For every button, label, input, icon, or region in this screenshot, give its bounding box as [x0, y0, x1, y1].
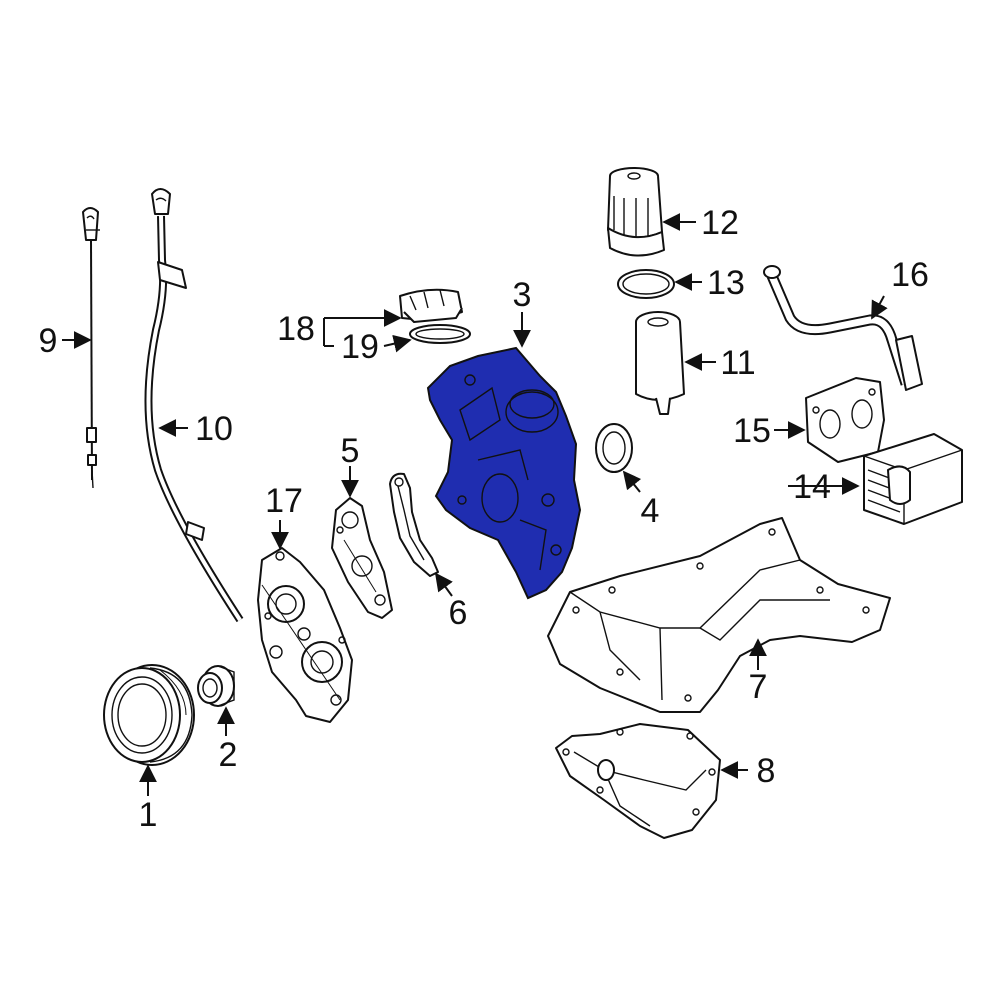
callout-15: 15	[733, 412, 771, 450]
part-3-timing-cover[interactable]	[426, 346, 582, 600]
callout-16: 16	[891, 256, 929, 294]
part-15-gasket[interactable]	[805, 377, 885, 463]
callout-2: 2	[219, 736, 238, 774]
callout-10: 10	[195, 410, 233, 448]
callout-4: 4	[641, 492, 660, 530]
leader-lines	[62, 213, 888, 796]
part-13-o-ring[interactable]	[617, 269, 675, 299]
part-1-crank-pulley[interactable]	[103, 664, 195, 766]
part-2-plug[interactable]	[197, 665, 235, 707]
part-17-timing-plate[interactable]	[257, 547, 353, 723]
part-9-dipstick[interactable]	[82, 207, 100, 489]
part-16-oil-pipe[interactable]	[763, 265, 923, 391]
part-10-dipstick-tube[interactable]	[144, 188, 244, 623]
callout-18: 18	[277, 310, 315, 348]
callout-7: 7	[749, 668, 768, 706]
callout-6: 6	[449, 594, 468, 632]
callout-1: 1	[139, 796, 158, 834]
callout-12: 12	[701, 204, 739, 242]
callout-13: 13	[707, 264, 745, 302]
part-4-seal[interactable]	[595, 423, 633, 473]
callout-8: 8	[757, 752, 776, 790]
part-5-cover-plate[interactable]	[331, 497, 393, 619]
part-7-oil-pan[interactable]	[547, 517, 891, 713]
part-12-filter-cap[interactable]	[607, 167, 665, 257]
part-14-oil-cooler[interactable]	[863, 433, 963, 525]
part-8-lower-pan[interactable]	[555, 723, 721, 839]
callout-17: 17	[265, 482, 303, 520]
part-18-cap[interactable]	[399, 288, 463, 323]
part-6-gasket[interactable]	[389, 472, 439, 577]
callout-3: 3	[513, 276, 532, 314]
callout-labels: 1 2 3 4 5 6 7 8 9 10 11 12 13 14 15 16 1…	[39, 204, 929, 834]
callout-9: 9	[39, 322, 58, 360]
callout-19: 19	[341, 328, 379, 366]
part-19-seal[interactable]	[409, 324, 471, 344]
callout-11: 11	[720, 344, 755, 382]
callout-5: 5	[341, 432, 360, 470]
callout-14: 14	[793, 468, 831, 506]
part-11-filter-element[interactable]	[635, 311, 685, 415]
